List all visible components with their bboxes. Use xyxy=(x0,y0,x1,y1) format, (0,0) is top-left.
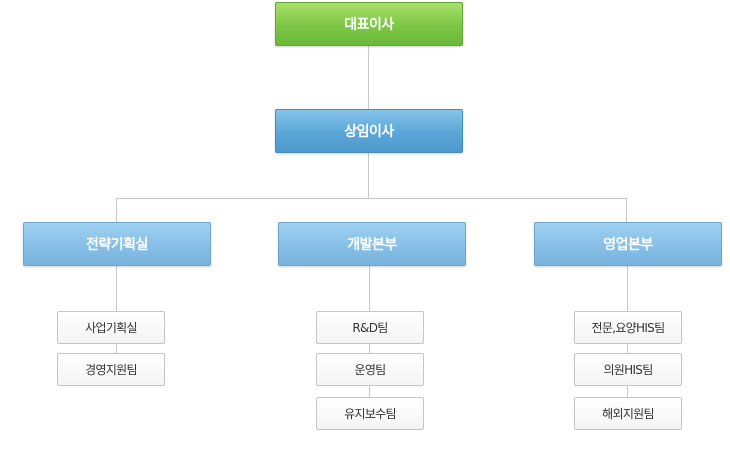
node-division-development: 개발본부 xyxy=(278,222,466,266)
node-division-sales: 영업본부 xyxy=(534,222,722,266)
node-team: 전문,요양HIS팀 xyxy=(574,311,682,344)
connector-to-division-1 xyxy=(116,198,117,222)
connector-horizontal xyxy=(116,198,627,199)
node-team: 사업기획실 xyxy=(57,311,165,344)
connector-division-1-teams xyxy=(116,266,117,355)
node-division-strategy: 전략기획실 xyxy=(23,222,211,266)
node-team: 유지보수팀 xyxy=(316,397,424,430)
connector-to-division-3 xyxy=(626,198,627,222)
node-team: 해외지원팀 xyxy=(574,397,682,430)
node-team: 운영팀 xyxy=(316,353,424,386)
node-ceo: 대표이사 xyxy=(275,2,463,46)
connector-executive-divisions xyxy=(368,153,369,198)
node-team: 경영지원팀 xyxy=(57,353,165,386)
node-team: R&D팀 xyxy=(316,311,424,344)
connector-ceo-executive xyxy=(368,46,369,109)
node-executive: 상임이사 xyxy=(275,109,463,153)
node-team: 의원HIS팀 xyxy=(574,353,682,386)
